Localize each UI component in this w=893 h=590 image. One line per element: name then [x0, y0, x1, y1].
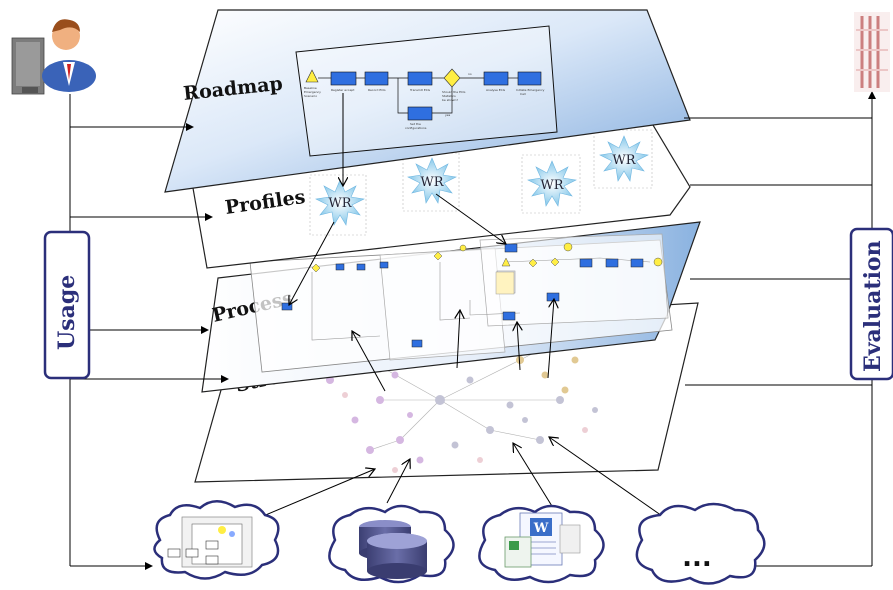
svg-text:Analyse ECG: Analyse ECG [486, 88, 506, 92]
usage-label: Usage [54, 275, 80, 350]
svg-text:yes: yes [445, 113, 451, 117]
evaluation-label: Evaluation [860, 240, 886, 372]
svg-text:Statistics: Statistics [442, 94, 456, 98]
svg-text:Record ECG: Record ECG [368, 88, 386, 92]
svg-text:Baseline: Baseline [304, 86, 317, 90]
source-cloud-diagrams [153, 500, 280, 580]
roadmap-layer: Roadmap [164, 9, 691, 193]
profile-badge-label: WR [328, 196, 352, 211]
usage-flow [69, 94, 229, 570]
evaluation-box: Evaluation [849, 227, 893, 381]
svg-text:Initiate Emergency: Initiate Emergency [516, 88, 545, 92]
svg-text:Register accept: Register accept [331, 88, 355, 92]
svg-text:no: no [468, 72, 472, 76]
svg-text:W: W [533, 521, 549, 536]
wr-star-icon [407, 157, 457, 204]
profile-card-4: WR [593, 129, 653, 189]
svg-text:configurations: configurations [405, 126, 427, 130]
svg-text:Transmit ECG: Transmit ECG [409, 88, 431, 92]
source-cloud-database [328, 504, 455, 584]
svg-text:Set the: Set the [410, 122, 421, 126]
profile-badge-label: WR [540, 178, 564, 193]
evaluation-flow [684, 91, 876, 567]
usage-box: Usage [43, 230, 91, 380]
inter-layer-arrows [217, 93, 666, 536]
svg-text:be shown?: be shown? [442, 98, 458, 102]
other-sources-label: ... [682, 543, 712, 573]
profile-card-3: WR [521, 154, 581, 214]
source-cloud-documents: W [478, 504, 605, 584]
wr-star-icon [599, 135, 649, 182]
evaluation-report-icon [854, 12, 890, 92]
wr-star-icon [315, 179, 365, 226]
svg-text:Scenario: Scenario [304, 94, 317, 98]
user-computer-icon [11, 19, 96, 95]
svg-text:Call: Call [520, 92, 526, 96]
source-cloud-other: ... [635, 502, 766, 585]
profile-card-2: WR [402, 152, 460, 212]
profile-badge-label: WR [612, 153, 636, 168]
svg-text:Emergency: Emergency [304, 90, 321, 94]
profile-badge-label: WR [420, 175, 444, 190]
wr-star-icon [527, 160, 577, 207]
svg-text:Should the ECG: Should the ECG [442, 90, 466, 94]
profile-card-1: WR [309, 174, 367, 236]
